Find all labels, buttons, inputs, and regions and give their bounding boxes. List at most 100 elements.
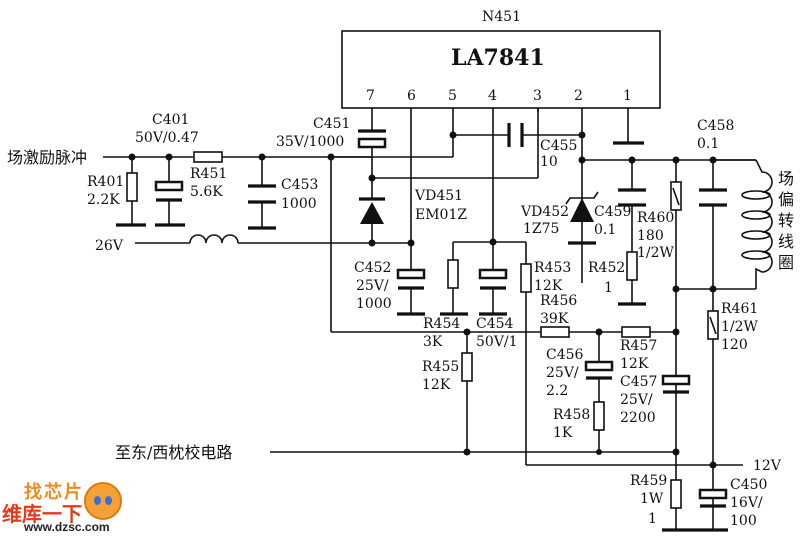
c454-ref: C454	[476, 316, 514, 332]
vd452	[565, 191, 599, 245]
c458-ref: C458	[697, 118, 734, 134]
c452	[396, 268, 426, 316]
input-label: 场激励脉冲	[7, 148, 87, 167]
coil-label-3: 转	[778, 211, 794, 230]
watermark-top: 找芯片	[24, 482, 84, 503]
r451-ref: R451	[190, 166, 227, 182]
r460	[670, 160, 682, 452]
ic-part: LA7841	[451, 45, 545, 71]
r456-ref: R456	[540, 293, 577, 309]
watermark-logo: 找芯片 维库一下 www.dzsc.com	[2, 478, 142, 534]
c454-value: 50V/1	[476, 334, 518, 350]
pin-7: 7	[366, 88, 375, 104]
r461-ref: R461	[721, 301, 758, 317]
c401	[154, 157, 185, 227]
junction	[709, 461, 717, 469]
coil-label-5: 圈	[778, 253, 794, 272]
supply-26v: 26V	[95, 238, 124, 254]
r455	[461, 332, 473, 452]
c401-value: 50V/0.47	[135, 130, 199, 146]
mascot-eye-icon	[94, 496, 101, 505]
r459	[662, 452, 728, 532]
c458	[699, 160, 727, 289]
mascot-eye-icon	[105, 496, 112, 505]
c453	[248, 157, 276, 230]
r460-ref: R460	[637, 210, 674, 226]
c450-value1: 16V/	[730, 495, 763, 511]
r457-ref: R457	[620, 338, 657, 354]
pin-1: 1	[623, 88, 632, 104]
pin-4: 4	[488, 88, 497, 104]
c455	[453, 123, 582, 147]
supply-12v: 12V	[753, 458, 782, 474]
r401-ref: R401	[87, 174, 124, 190]
c451	[357, 108, 387, 178]
c456-ref: C456	[546, 347, 584, 363]
junction	[672, 328, 680, 336]
c453-value: 1000	[281, 196, 317, 212]
c456-value2: 2.2	[546, 383, 568, 399]
pin-6: 6	[407, 88, 416, 104]
mascot-icon	[84, 482, 122, 520]
coil-label-1: 场	[778, 169, 794, 188]
junction	[463, 448, 471, 456]
c451-ref: C451	[313, 116, 350, 132]
junction	[578, 131, 586, 139]
feedback-line	[331, 326, 676, 338]
r451-value: 5.6K	[190, 184, 223, 200]
c454	[478, 242, 508, 316]
vd451-ref: VD451	[414, 188, 463, 204]
r452-ref: R452	[588, 260, 625, 276]
watermark-url: www.dzsc.com	[24, 520, 110, 534]
watermark-main: 维库一下	[2, 502, 82, 526]
c450	[698, 488, 728, 508]
r460-power: 1/2W	[637, 245, 675, 261]
r455-value: 12K	[422, 377, 451, 393]
c453-ref: C453	[281, 177, 318, 193]
r461-power: 1/2W	[721, 319, 759, 335]
inductor-26v	[135, 234, 411, 244]
c459-value: 0.1	[594, 222, 616, 238]
r456-value: 39K	[540, 311, 569, 327]
c450-value2: 100	[730, 513, 757, 529]
c452-value2: 1000	[356, 296, 392, 312]
ic-ref: N451	[482, 9, 521, 25]
c450-ref: C450	[730, 477, 767, 493]
r452-value: 1	[604, 280, 613, 296]
pin-2: 2	[574, 88, 583, 104]
r453-value: 12K	[534, 278, 563, 294]
r458	[593, 401, 605, 452]
r457-value: 12K	[620, 356, 649, 372]
c455-value: 10	[540, 154, 558, 170]
vd452-value: 1Z75	[523, 221, 559, 237]
output-label: 至东/西枕校电路	[115, 443, 232, 462]
vd452-ref: VD452	[520, 204, 569, 220]
pin-5: 5	[448, 88, 457, 104]
r458-ref: R458	[553, 407, 590, 423]
junction	[596, 449, 602, 455]
c458-value: 0.1	[697, 136, 719, 152]
r458-value: 1K	[553, 425, 573, 441]
r459-ref: R459	[630, 473, 667, 489]
r460-value: 180	[637, 228, 664, 244]
r401	[116, 157, 146, 227]
pin-3: 3	[533, 88, 542, 104]
vd451-value: EM01Z	[415, 207, 467, 223]
c401-ref: C401	[152, 112, 189, 128]
c456	[584, 332, 614, 402]
c459	[618, 160, 646, 252]
c457-ref: C457	[620, 374, 657, 390]
coil-label-4: 线	[778, 232, 794, 251]
c457-value1: 25V/	[620, 392, 653, 408]
r455-ref: R455	[422, 359, 459, 375]
r461-value: 120	[721, 337, 748, 353]
r454-value: 3K	[423, 334, 443, 350]
c452-value1: 25V/	[356, 278, 389, 294]
r454	[440, 242, 468, 316]
r453-ref: R453	[534, 260, 571, 276]
c457	[661, 374, 691, 394]
ic-body	[341, 30, 661, 109]
r452	[618, 251, 646, 306]
c457-value2: 2200	[620, 410, 656, 426]
